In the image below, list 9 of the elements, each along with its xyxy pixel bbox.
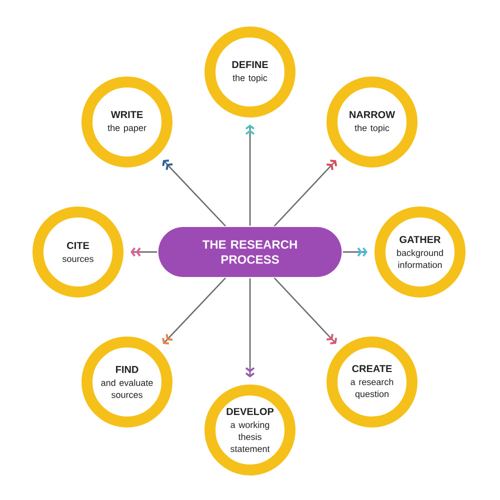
- arrow: [130, 247, 158, 257]
- arrow: [342, 247, 368, 257]
- arrow: [274, 277, 338, 344]
- arrow: [162, 277, 226, 345]
- title-pill: THE RESEARCH PROCESS: [158, 227, 342, 277]
- arrow: [245, 124, 255, 226]
- arrow: [245, 278, 255, 378]
- arrow: [162, 159, 226, 227]
- arrow: [274, 160, 338, 227]
